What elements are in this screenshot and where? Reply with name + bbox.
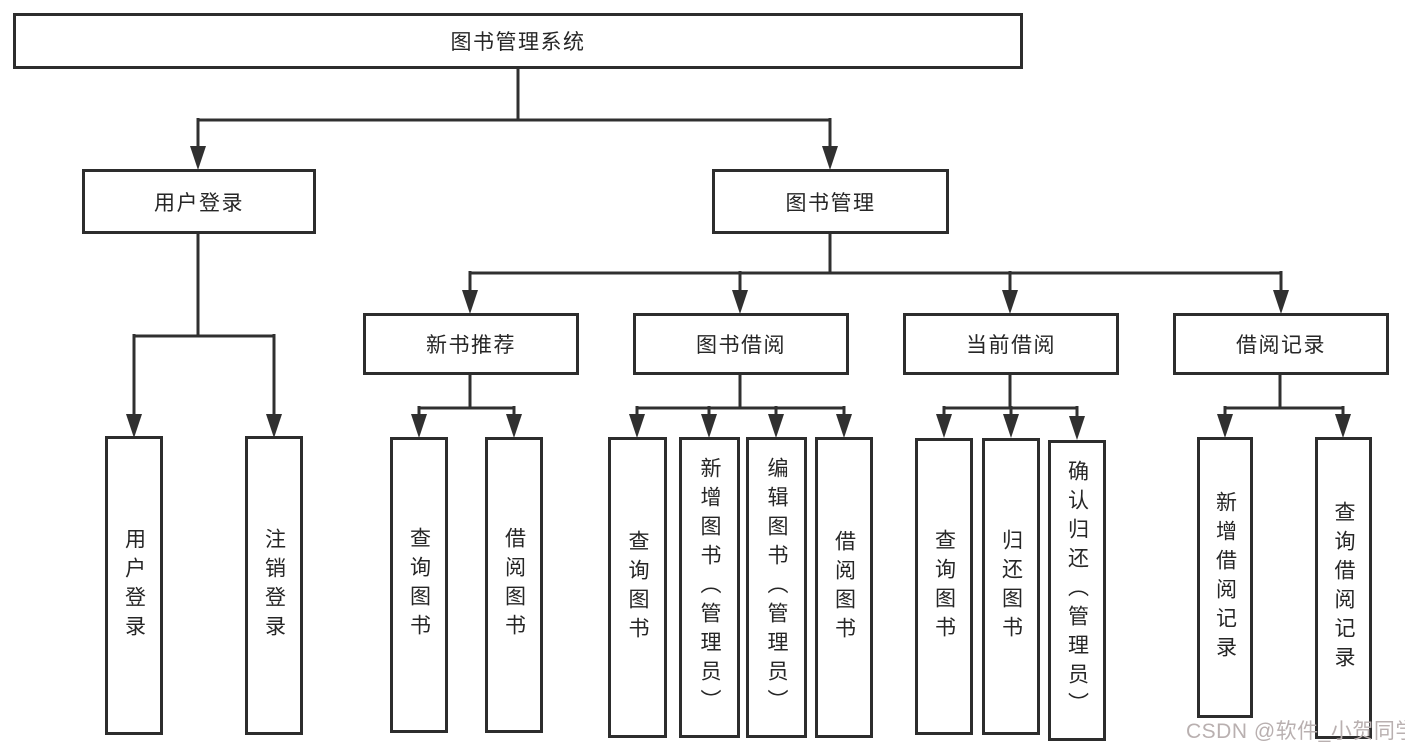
leaf-borrow-books-recommend: 借阅图书: [485, 437, 543, 733]
node-label: 借阅图书: [832, 529, 856, 646]
node-label: 查询图书: [407, 527, 431, 643]
leaf-edit-book-admin: 编辑图书（管理员）: [746, 437, 807, 738]
node-label: 查询借阅记录: [1332, 501, 1355, 675]
node-book-management: 图书管理: [712, 169, 949, 234]
node-label: 当前借阅: [966, 334, 1056, 357]
node-label: 注销登录: [262, 527, 286, 644]
leaf-borrow-books: 借阅图书: [815, 437, 873, 738]
node-label: 编辑图书（管理员）: [765, 457, 788, 718]
node-label: 借阅记录: [1236, 334, 1326, 357]
leaf-user-login: 用户登录: [105, 436, 163, 735]
leaf-return-book: 归还图书: [982, 438, 1040, 735]
node-label: 用户登录: [122, 527, 146, 644]
node-new-book-recommendation: 新书推荐: [363, 313, 579, 375]
leaf-query-books-recommend: 查询图书: [390, 437, 448, 733]
arrowheads: [126, 146, 1351, 440]
node-book-borrowing: 图书借阅: [633, 313, 849, 375]
node-borrowing-records: 借阅记录: [1173, 313, 1389, 375]
leaf-add-book-admin: 新增图书（管理员）: [679, 437, 740, 738]
node-label: 查询图书: [626, 529, 649, 646]
node-library-management-system: 图书管理系统: [13, 13, 1023, 69]
node-label: 图书借阅: [696, 334, 786, 357]
node-label: 查询图书: [932, 528, 956, 645]
leaf-query-books-current: 查询图书: [915, 438, 973, 735]
leaf-query-books-borrow: 查询图书: [608, 437, 667, 738]
node-label: 新书推荐: [426, 334, 516, 357]
node-label: 归还图书: [999, 528, 1023, 645]
csdn-watermark: CSDN @软件_小贺同学: [1186, 720, 1405, 743]
leaf-query-borrow-record: 查询借阅记录: [1315, 437, 1372, 739]
node-label: 新增图书（管理员）: [698, 457, 721, 718]
leaf-add-borrow-record: 新增借阅记录: [1197, 437, 1253, 718]
node-user-login: 用户登录: [82, 169, 316, 234]
node-current-borrowing: 当前借阅: [903, 313, 1119, 375]
node-label: 图书管理: [785, 191, 876, 215]
node-label: 确认归还（管理员）: [1065, 460, 1089, 721]
node-label: 用户登录: [154, 191, 244, 215]
node-label: 借阅图书: [502, 527, 526, 643]
node-label: 新增借阅记录: [1213, 490, 1237, 665]
leaf-confirm-return-admin: 确认归还（管理员）: [1048, 440, 1106, 741]
leaf-logout: 注销登录: [245, 436, 303, 735]
node-label: 图书管理系统: [450, 31, 586, 54]
